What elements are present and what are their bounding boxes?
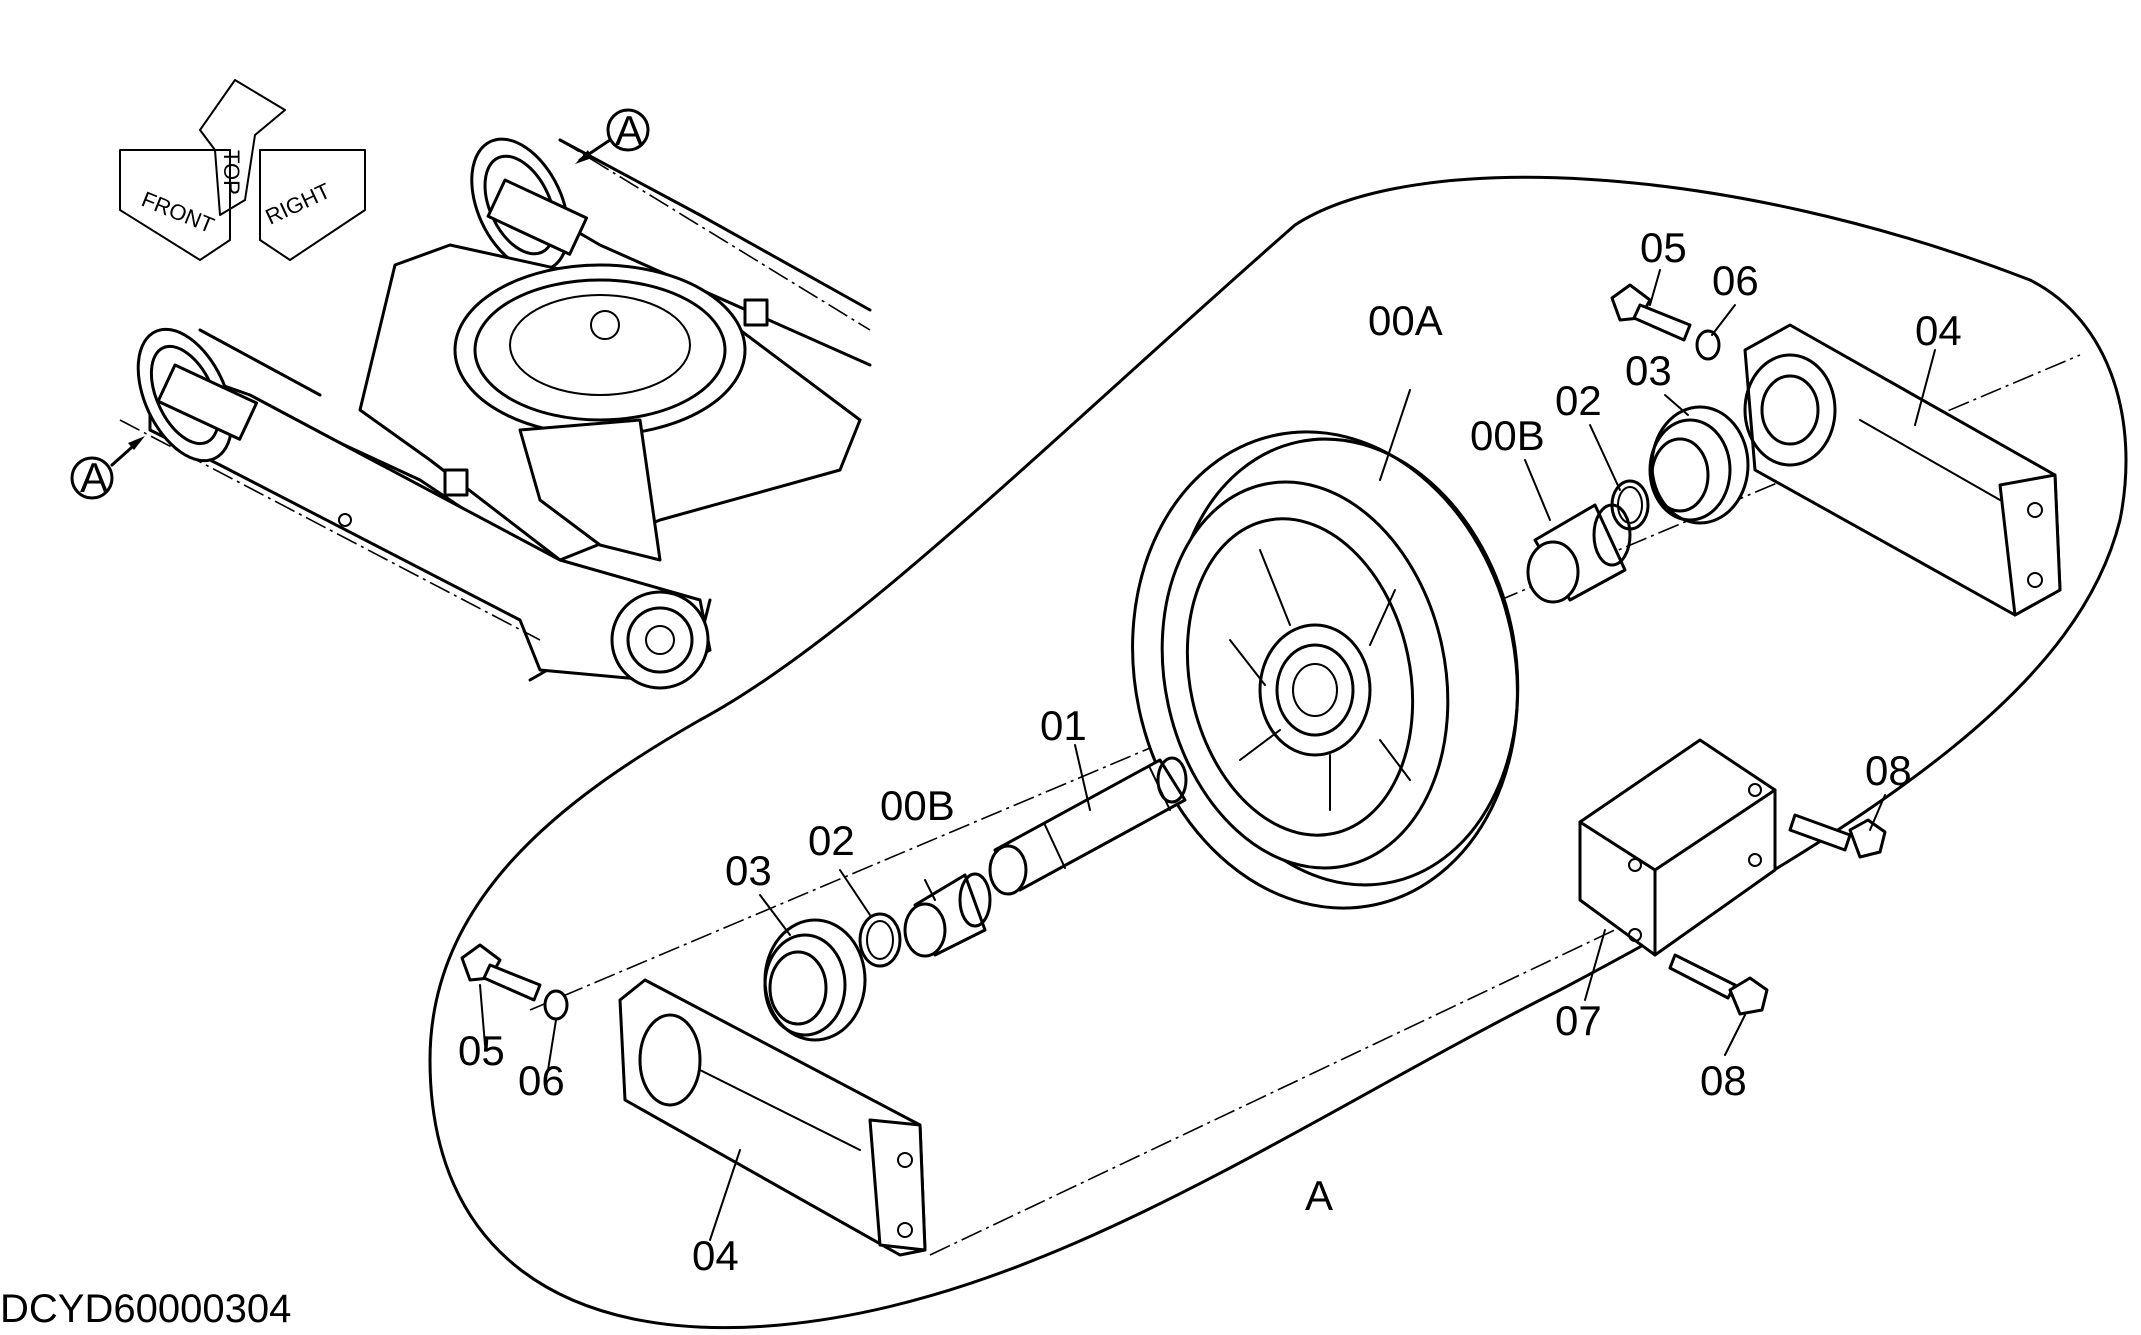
label-06-left: 06 — [518, 1057, 565, 1104]
o-ring-right — [1610, 479, 1650, 531]
leader-lines — [479, 269, 1936, 1241]
seal-left — [763, 918, 867, 1042]
label-00a: 00A — [1368, 297, 1443, 344]
label-03-left: 03 — [725, 847, 772, 894]
yoke-left — [618, 978, 927, 1257]
label-00b-left: 00B — [880, 782, 955, 829]
view-a-callout-upper: A — [575, 107, 650, 164]
bolt-08-lower — [1668, 953, 1769, 1016]
label-02-left: 02 — [808, 817, 855, 864]
label-07: 07 — [1555, 997, 1602, 1044]
detail-a-boundary — [428, 175, 2128, 1330]
undercarriage-frame-drawing — [119, 137, 872, 690]
view-a-callout-lower: A — [70, 436, 145, 501]
drawing-number: DCYD60000304 — [0, 1287, 291, 1331]
washer-right — [1695, 329, 1721, 361]
part-labels: 00A 00B 02 03 04 05 06 01 00B 02 03 05 0… — [458, 224, 1962, 1279]
label-08-upper: 08 — [1865, 747, 1912, 794]
label-05-left: 05 — [458, 1027, 505, 1074]
label-05-right: 05 — [1640, 224, 1687, 271]
label-04-right: 04 — [1915, 307, 1962, 354]
label-06-right: 06 — [1712, 257, 1759, 304]
orientation-front-label: FRONT — [138, 186, 218, 238]
bushing-left — [903, 872, 992, 958]
label-02-right: 02 — [1555, 377, 1602, 424]
seal-right — [1648, 405, 1750, 525]
view-a-label-upper: A — [615, 107, 643, 154]
yoke-right — [1743, 323, 2062, 617]
label-04-left: 04 — [692, 1232, 739, 1279]
orientation-right-label: RIGHT — [262, 178, 335, 230]
label-01: 01 — [1040, 702, 1087, 749]
label-00b-right: 00B — [1470, 412, 1545, 459]
bushing-right — [1526, 503, 1632, 604]
mounting-block — [1578, 738, 1777, 957]
o-ring-left — [858, 912, 902, 968]
idler-wheel — [1131, 430, 1520, 910]
orientation-top-label: TOP — [219, 150, 244, 195]
bolt-right — [1610, 283, 1692, 342]
label-03-right: 03 — [1625, 347, 1672, 394]
orientation-indicator: FRONT TOP RIGHT — [119, 79, 366, 261]
label-08-lower: 08 — [1700, 1057, 1747, 1104]
washer-left — [543, 989, 569, 1021]
view-a-label-lower: A — [80, 454, 108, 501]
bolt-08-upper — [1788, 813, 1887, 859]
bolt-left — [460, 943, 542, 1002]
shaft — [988, 756, 1188, 896]
view-a-label-detail: A — [1305, 1172, 1333, 1219]
